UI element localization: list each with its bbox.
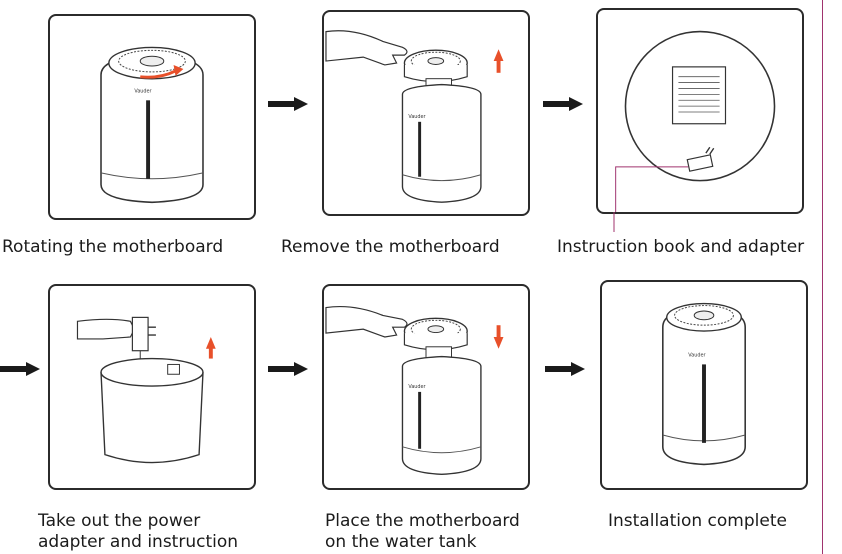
step-6-caption: Installation complete — [608, 511, 787, 531]
step-3-panel — [596, 8, 804, 214]
rotation-arrow-icon — [140, 69, 177, 79]
step-3-caption: Instruction book and adapter — [557, 237, 805, 257]
svg-text:Vauder: Vauder — [408, 384, 426, 390]
flow-arrow-icon — [545, 362, 585, 376]
lift-up-arrow-icon — [205, 336, 216, 359]
page-margin-line — [822, 0, 823, 554]
step-6-panel: Vauder — [600, 280, 808, 490]
svg-text:Vauder: Vauder — [408, 114, 426, 120]
lift-up-arrow-icon — [493, 49, 504, 73]
step-3-illustration — [615, 30, 776, 212]
step-5-caption-line-1: Place the motherboard — [325, 511, 520, 531]
step-1-panel: Vauder — [48, 14, 256, 220]
step-1-illustration: Vauder — [100, 46, 204, 204]
flow-arrow-icon — [268, 362, 308, 376]
instruction-book-icon — [671, 66, 727, 125]
flow-arrow-icon — [268, 97, 308, 111]
step-5-panel: Vauder — [322, 284, 530, 490]
leader-line — [613, 212, 615, 232]
flow-arrow-icon — [0, 362, 40, 376]
step-2-caption: Remove the motherboard — [281, 237, 500, 257]
svg-text:Vauder: Vauder — [688, 353, 706, 359]
step-4-caption-line-2: adapter and instruction — [38, 532, 239, 552]
step-4-caption-line-1: Take out the power — [38, 511, 201, 531]
power-adapter-icon — [686, 146, 715, 172]
place-down-arrow-icon — [493, 325, 504, 349]
step-1-caption: Rotating the motherboard — [2, 237, 224, 257]
step-2-illustration: Vauder — [325, 30, 504, 203]
step-6-illustration: Vauder — [662, 302, 746, 466]
flow-arrow-icon — [543, 97, 583, 111]
svg-text:Vauder: Vauder — [134, 88, 152, 94]
step-4-illustration — [76, 316, 216, 464]
step-5-caption-line-2: on the water tank — [325, 532, 477, 552]
step-4-panel — [48, 284, 256, 490]
step-5-illustration: Vauder — [325, 306, 504, 475]
step-2-panel: Vauder — [322, 10, 530, 216]
